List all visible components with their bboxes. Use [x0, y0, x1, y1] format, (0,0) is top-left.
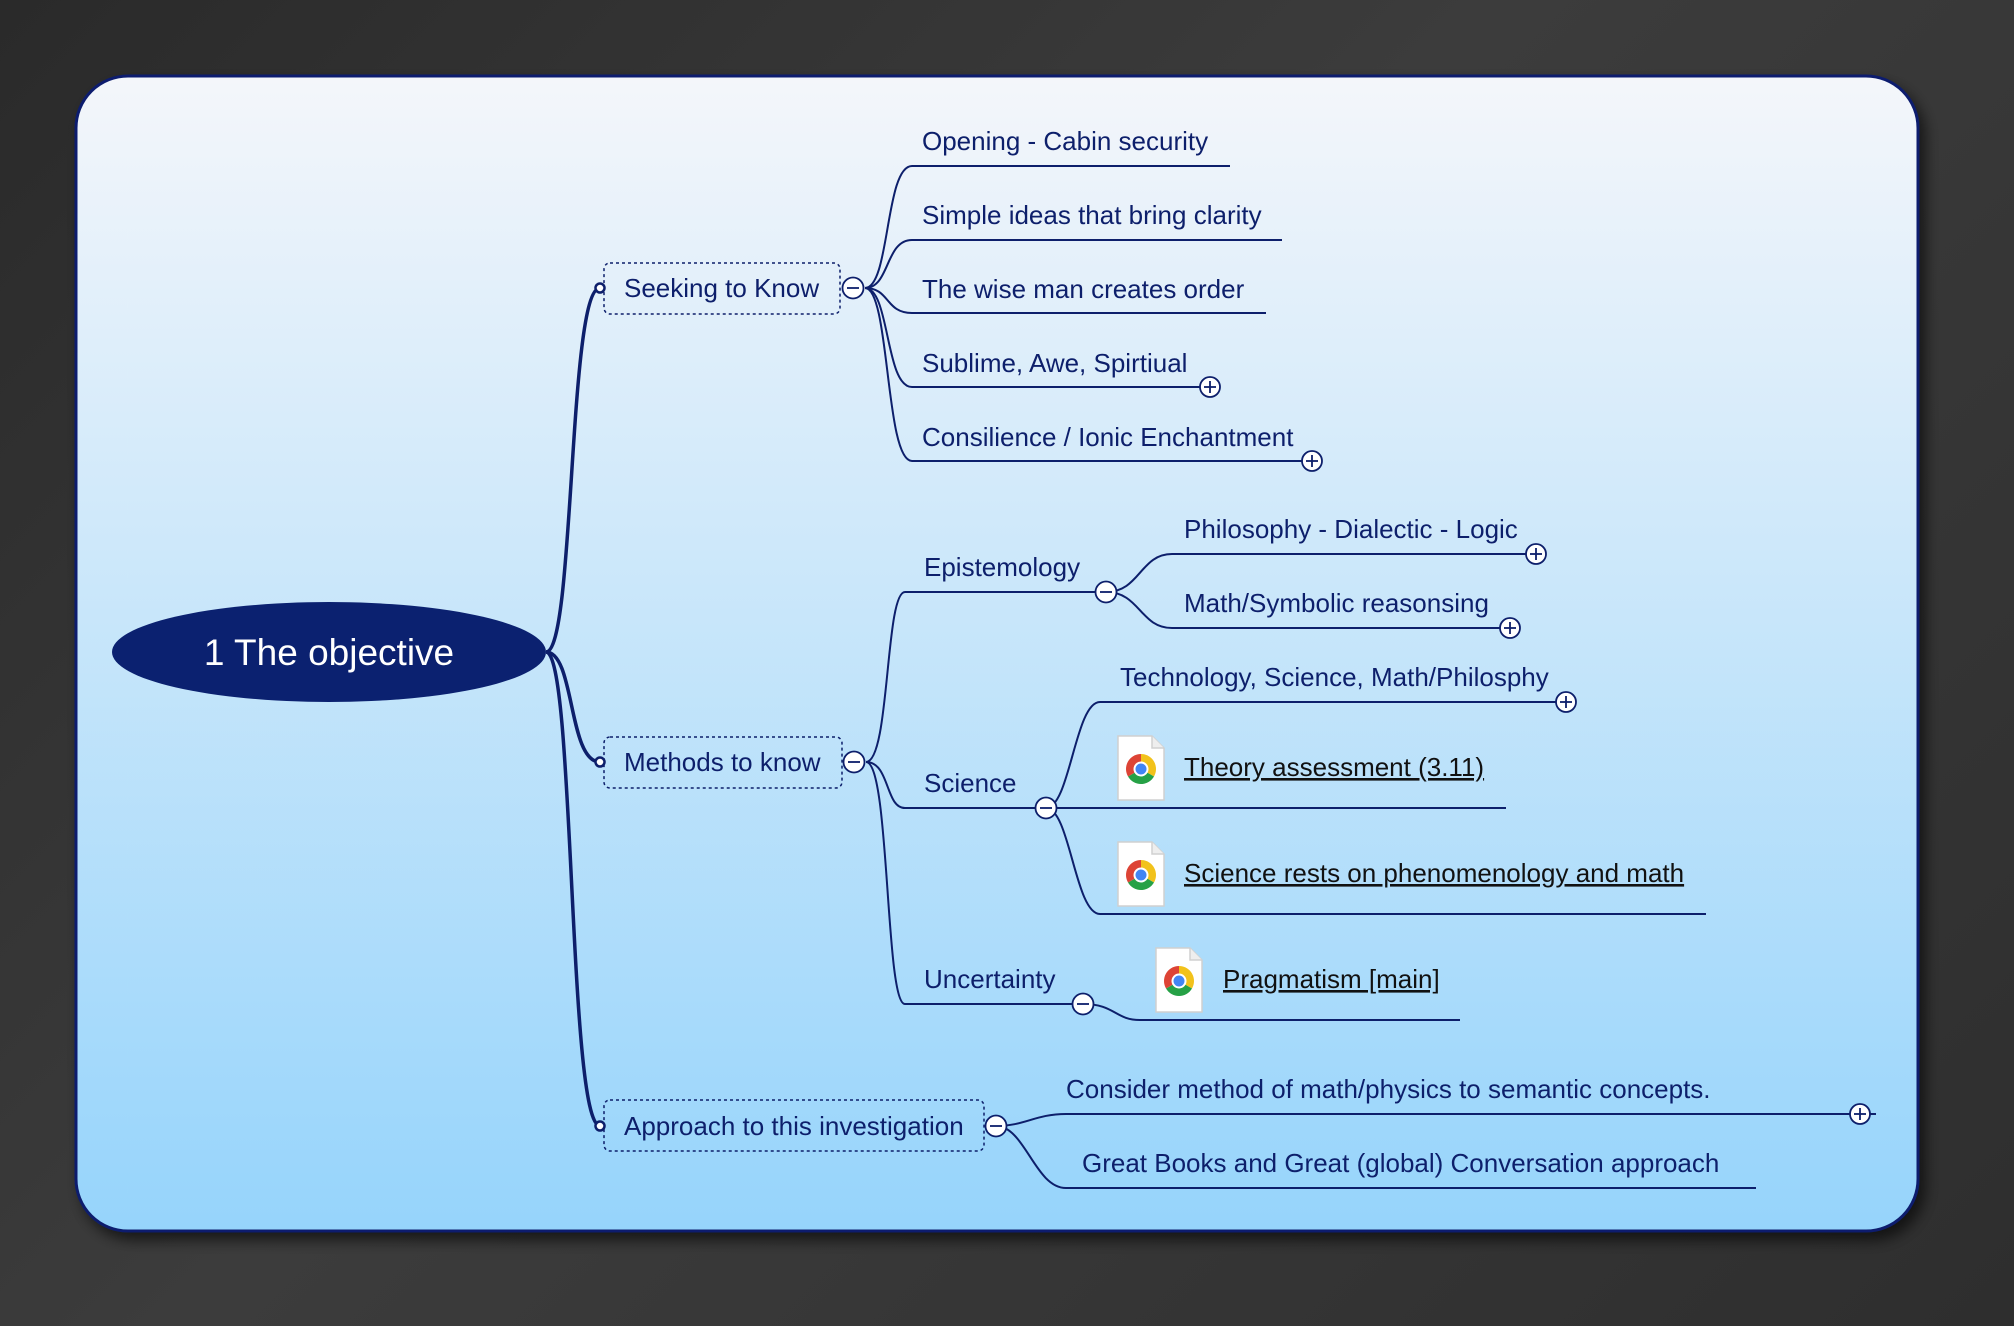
expand-philosophy-button[interactable] [1525, 543, 1547, 565]
topic-technology-science[interactable]: Technology, Science, Math/Philosphy [1120, 662, 1549, 692]
collapse-methods-button[interactable] [842, 750, 866, 774]
branch-seeking-label: Seeking to Know [624, 273, 819, 303]
chrome-document-icon [1117, 735, 1165, 801]
collapse-approach-button[interactable] [984, 1114, 1008, 1138]
topic-wise-man[interactable]: The wise man creates order [922, 274, 1245, 304]
topic-uncertainty[interactable]: Uncertainty [924, 964, 1056, 994]
expand-sublime-button[interactable] [1199, 376, 1221, 398]
topic-philosophy-dialectic[interactable]: Philosophy - Dialectic - Logic [1184, 514, 1518, 544]
topic-science[interactable]: Science [924, 768, 1017, 798]
expand-technology-button[interactable] [1555, 691, 1577, 713]
link-pragmatism[interactable]: Pragmatism [main] [1223, 964, 1440, 994]
topic-epistemology[interactable]: Epistemology [924, 552, 1080, 582]
mind-map-panel [74, 74, 1920, 1233]
chrome-document-icon [1155, 947, 1203, 1013]
anchor-dot [594, 756, 606, 768]
topic-sublime-awe[interactable]: Sublime, Awe, Spirtiual [922, 348, 1187, 378]
link-theory-assessment[interactable]: Theory assessment (3.11) [1184, 752, 1484, 782]
branch-approach-label: Approach to this investigation [624, 1111, 964, 1141]
expand-math-symbolic-button[interactable] [1499, 617, 1521, 639]
collapse-seeking-button[interactable] [841, 276, 865, 300]
collapse-uncertainty-button[interactable] [1071, 992, 1095, 1016]
root-label: 1 The objective [204, 632, 454, 673]
root-connectors [545, 286, 601, 1128]
anchor-dot [594, 282, 606, 294]
topic-math-symbolic[interactable]: Math/Symbolic reasonsing [1184, 588, 1489, 618]
topic-simple-ideas[interactable]: Simple ideas that bring clarity [922, 200, 1262, 230]
collapse-epistemology-button[interactable] [1094, 580, 1118, 604]
branch-methods-label: Methods to know [624, 747, 821, 777]
branch-seeking-to-know[interactable]: Seeking to Know [603, 262, 841, 315]
topic-consilience[interactable]: Consilience / Ionic Enchantment [922, 422, 1294, 452]
link-science-rests[interactable]: Science rests on phenomenology and math [1184, 858, 1684, 888]
topic-great-books[interactable]: Great Books and Great (global) Conversat… [1082, 1148, 1719, 1178]
anchor-dot [594, 1120, 606, 1132]
root-node[interactable]: 1 The objective [112, 602, 546, 702]
collapse-science-button[interactable] [1034, 796, 1058, 820]
expand-consilience-button[interactable] [1301, 450, 1323, 472]
topic-consider-method[interactable]: Consider method of math/physics to seman… [1066, 1074, 1711, 1104]
topic-opening-cabin-security[interactable]: Opening - Cabin security [922, 126, 1208, 156]
chrome-document-icon [1117, 841, 1165, 907]
branch-methods-to-know[interactable]: Methods to know [603, 736, 843, 789]
expand-consider-method-button[interactable] [1849, 1103, 1871, 1125]
